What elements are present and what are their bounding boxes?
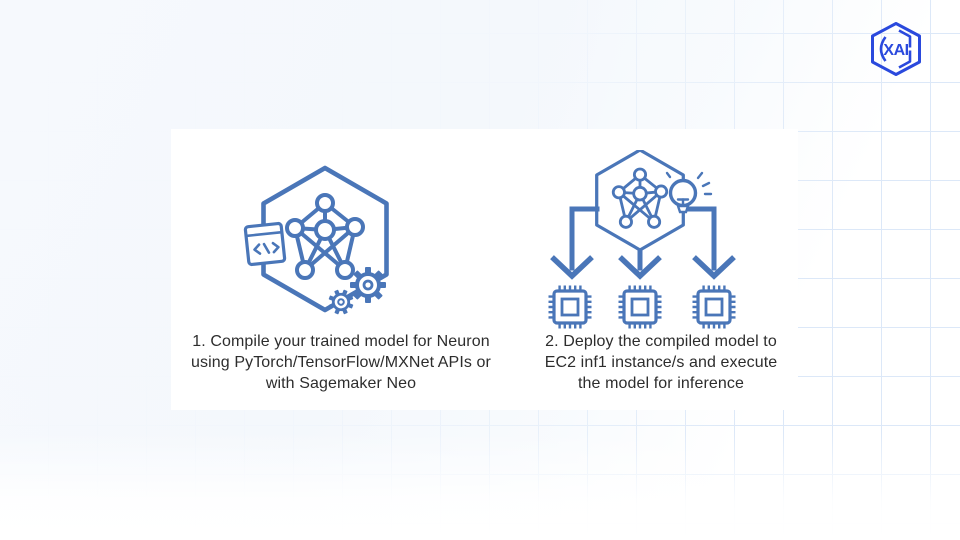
chip-icon xyxy=(616,283,664,331)
code-badge-icon xyxy=(243,221,287,267)
content-panel: 1. Compile your trained model for Neuron… xyxy=(171,129,798,410)
arrowhead-icon xyxy=(692,255,736,280)
step2-caption-line: EC2 inf1 instance/s and execute xyxy=(544,354,778,371)
sparkle-rays-icon xyxy=(665,171,713,196)
arrowhead-icon xyxy=(618,255,662,280)
arrowhead-icon xyxy=(550,255,594,280)
step1-caption-line: 1. Compile your trained model for Neuron xyxy=(192,333,490,350)
flow-arrows xyxy=(550,206,736,280)
chip-icon xyxy=(690,283,738,331)
step1-caption: 1. Compile your trained model for Neuron… xyxy=(173,331,509,394)
compile-model-icon xyxy=(243,160,415,320)
step1-caption-line: using PyTorch/TensorFlow/MXNet APIs or xyxy=(191,354,491,371)
deploy-model-icon xyxy=(546,150,738,331)
step2-caption-line: the model for inference xyxy=(578,375,744,392)
lightbulb-icon xyxy=(665,171,713,214)
xai-logo-text: XAI xyxy=(883,42,908,59)
step2-caption-line: 2. Deploy the compiled model to xyxy=(545,333,777,350)
chip-icon xyxy=(546,283,594,331)
step2-caption: 2. Deploy the compiled model to EC2 inf1… xyxy=(523,331,799,394)
neural-network-hexagon-icon xyxy=(595,150,685,252)
step1-caption-line: with Sagemaker Neo xyxy=(265,375,417,392)
xai-logo-icon: XAI xyxy=(871,22,921,76)
